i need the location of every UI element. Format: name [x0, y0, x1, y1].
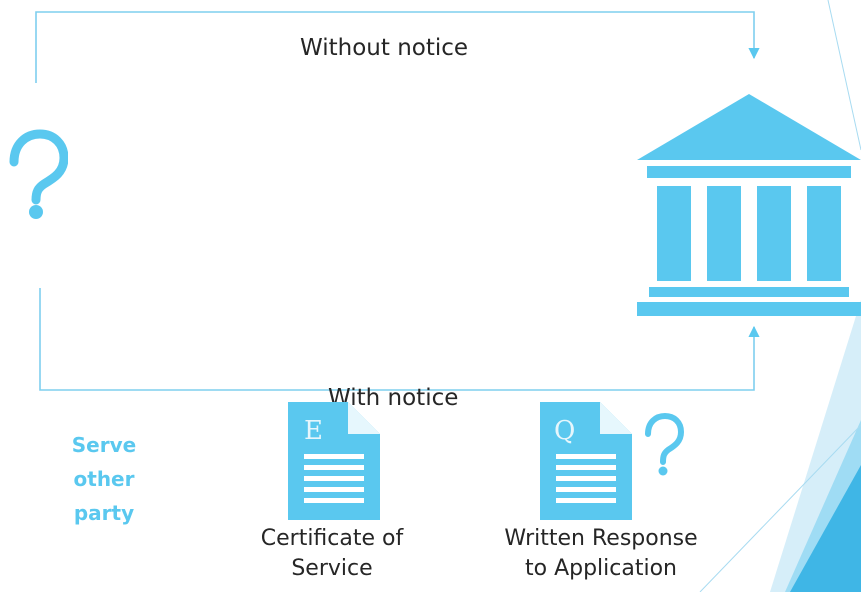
caption-line-1: Written Response	[504, 526, 698, 551]
decor-line-top	[827, 0, 861, 151]
serve-line-1: Serve	[71, 433, 137, 457]
decor-dark-triangle	[790, 465, 861, 592]
decor-line-bottom	[699, 424, 861, 592]
courthouse-icon	[637, 94, 861, 316]
with-notice-path	[39, 288, 760, 391]
without-notice-label: Without notice	[300, 35, 469, 61]
question-mark-icon	[9, 129, 68, 219]
certificate-of-service-caption: Certificate of Service	[232, 524, 432, 584]
serve-line-3: party	[73, 501, 135, 525]
written-response-caption: Written Response to Application	[476, 524, 726, 584]
caption-line-2: Service	[291, 556, 373, 581]
question-mark-icon	[645, 412, 685, 476]
caption-line-2: to Application	[524, 556, 677, 581]
document-letter: Q	[554, 416, 576, 446]
document-icon	[540, 402, 632, 520]
certificate-of-service-document: E	[288, 402, 380, 520]
without-notice-path	[35, 11, 760, 83]
document-letter: E	[304, 416, 323, 446]
written-response-document: Q	[540, 402, 632, 520]
serve-line-2: other	[73, 467, 135, 491]
caption-line-1: Certificate of	[260, 526, 404, 551]
serve-other-party-label: Serve other party	[54, 428, 154, 530]
document-icon	[288, 402, 380, 520]
